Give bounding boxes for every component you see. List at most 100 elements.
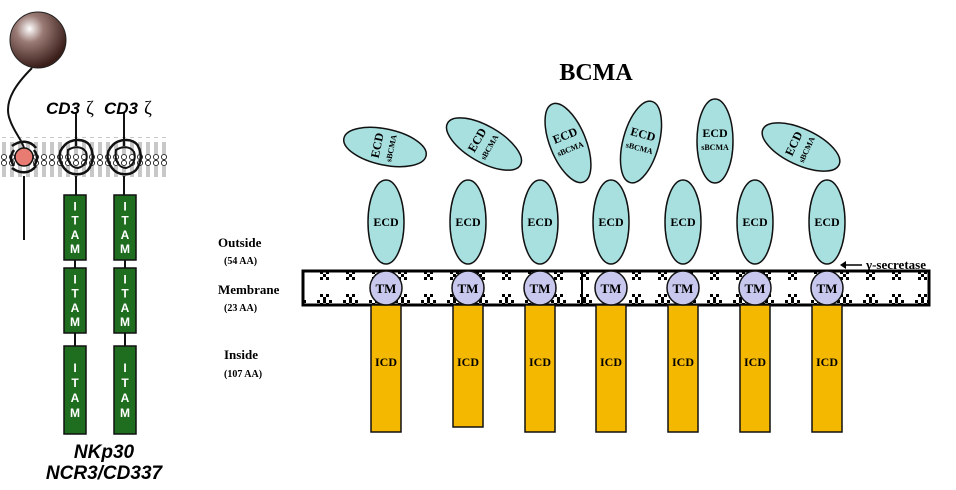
shed-ecd-label: ECD [629, 124, 657, 144]
itam-letter: T [71, 214, 79, 228]
shed-ecd-shape [544, 102, 592, 184]
tm-label: TM [601, 281, 622, 296]
itam-letter: M [70, 242, 80, 256]
cd3-label-2: CD3 [104, 99, 139, 118]
itam-letter: I [73, 200, 76, 214]
ecd-domain [521, 179, 559, 265]
itam-letter: T [121, 376, 129, 390]
tm-label: TM [817, 281, 838, 296]
cd3-zeta-knot-1 [58, 112, 94, 195]
sbcma-label: sBCMA [701, 143, 729, 152]
itam-column-1 [63, 194, 87, 435]
itam-letter: A [121, 391, 130, 405]
itam-letter: A [121, 228, 130, 242]
itam-letter: A [71, 228, 80, 242]
tm-label: TM [745, 281, 766, 296]
bcma-receptors: ECD ICD TM ECD ICD TM ECD ICD TM ECD ICD TM ECD ICD TM… [367, 179, 846, 433]
arrow-left-icon [840, 261, 846, 269]
shed-ecd-shape [761, 122, 841, 172]
icd-label: ICD [744, 355, 766, 369]
ecd-label: ECD [814, 215, 840, 229]
ecd-domain [808, 179, 846, 265]
bcma-receptor: ECD ICD TM [808, 179, 846, 433]
region-inside-label: Inside [224, 347, 258, 362]
bcma-receptor: ECD ICD TM [592, 179, 630, 433]
icd-domain [370, 304, 402, 433]
shed-ecd-label: ECD [702, 126, 728, 140]
tm-domain [594, 270, 628, 306]
itam-letter: T [121, 214, 129, 228]
ecd-domain [449, 179, 487, 265]
nkp30-core [14, 147, 34, 167]
zeta-symbol-1: ζ [86, 98, 94, 119]
tm-label: TM [530, 281, 551, 296]
ecd-label: ECD [373, 215, 399, 229]
icd-label: ICD [600, 355, 622, 369]
ecd-domain [592, 179, 630, 265]
shed-ecd: ECD sBCMA [696, 98, 734, 184]
tm-label: TM [376, 281, 397, 296]
shed-ecd-shape [696, 98, 734, 184]
shed-ecd-shape [445, 117, 523, 171]
icd-domain [667, 304, 699, 433]
icd-domain [524, 304, 556, 433]
ligand-ball [9, 11, 67, 69]
tm-domain [523, 270, 557, 306]
itam-letter: A [121, 301, 130, 315]
itam-letter: I [123, 361, 126, 375]
itam-letter: M [120, 242, 130, 256]
shed-ecd-shape [619, 100, 663, 184]
zeta-symbol-2: ζ [144, 98, 152, 119]
ecd-label: ECD [742, 215, 768, 229]
tm-domain [451, 270, 485, 306]
ecd-label: ECD [455, 215, 481, 229]
bcma-receptor: ECD ICD TM [736, 179, 774, 433]
icd-label: ICD [816, 355, 838, 369]
region-membrane-label: Membrane [218, 282, 280, 297]
region-inside-length: (107 AA) [224, 369, 262, 380]
itam-letter: T [71, 376, 79, 390]
tm-domain [810, 270, 844, 306]
ecd-domain [367, 179, 405, 265]
gamma-secretase-annotation: γ-secretase [840, 257, 926, 272]
region-outside-length: (54 AA) [224, 256, 257, 267]
receptor-name: NKp30 [74, 442, 135, 463]
receptor-alias: NCR3/CD337 [46, 463, 164, 484]
itam-letter: I [123, 200, 126, 214]
bcma-panel: BCMA Outside (54 AA) Membrane (23 AA) In… [218, 60, 931, 433]
itam-column-2 [113, 194, 137, 435]
icd-label: ICD [375, 355, 397, 369]
icd-domain [595, 304, 627, 433]
bcma-title: BCMA [559, 60, 633, 86]
itam-letter: M [70, 406, 80, 420]
itam-letter: I [73, 273, 76, 287]
tm-domain [666, 270, 700, 306]
itam-letter: M [120, 406, 130, 420]
region-outside-label: Outside [218, 235, 262, 250]
ecd-label: ECD [670, 215, 696, 229]
region-membrane-length: (23 AA) [224, 303, 257, 314]
icd-label: ICD [529, 355, 551, 369]
itam-letter: M [70, 315, 80, 329]
itam-letter: I [73, 361, 76, 375]
ecd-label: ECD [598, 215, 624, 229]
ecd-domain [664, 179, 702, 265]
icd-label: ICD [672, 355, 694, 369]
itam-letter: A [71, 391, 80, 405]
shed-ecd-label: ECD [368, 131, 387, 159]
tm-domain [738, 270, 772, 306]
itam-letter: T [71, 287, 79, 301]
shed-ecd-shape [342, 126, 428, 168]
ecd-domain [736, 179, 774, 265]
